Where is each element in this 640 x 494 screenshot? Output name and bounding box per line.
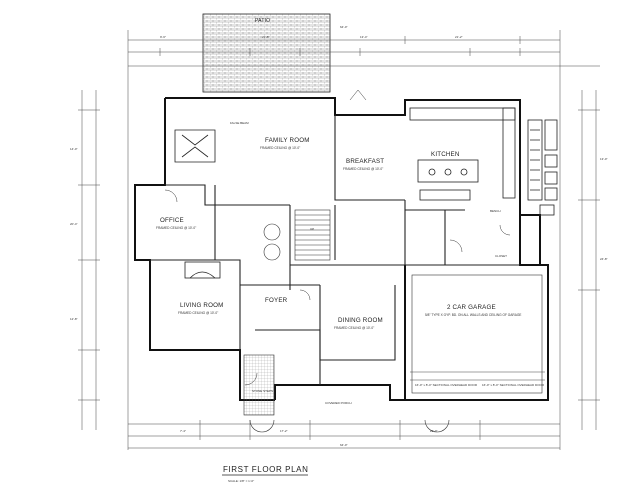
dim-left-a: 14'-0": [70, 147, 78, 151]
stair-note: UP: [310, 227, 314, 231]
dim-left-b: 20'-4": [70, 222, 78, 226]
dim-top-d: 21'-2": [455, 35, 463, 39]
kitchen-fixtures: [409, 107, 543, 201]
stair: [263, 209, 331, 261]
kitchen-label: KITCHEN: [431, 151, 460, 158]
foyer-label: FOYER: [265, 297, 288, 304]
dining-room-label: DINING ROOM: [338, 317, 383, 324]
garage-subtitle: 5/8" TYPE X GYP. BD. ON ALL WALLS AND CE…: [425, 313, 521, 317]
bench-label: BENCH: [490, 209, 501, 213]
front-porch: [243, 354, 450, 433]
dim-bottom-b: 17'-2": [280, 429, 288, 433]
dimension-labels: 9'-6" 21'-8" 13'-4" 21'-2" 64'-0" 14'-0"…: [70, 25, 608, 447]
patio-label: PATIO: [255, 18, 270, 24]
office-subtitle: FRAMED CEILING @ 10'-0": [156, 226, 196, 230]
breakfast-subtitle: FRAMED CEILING @ 10'-0": [343, 167, 383, 171]
living-fireplace: [184, 261, 221, 279]
dim-bottom-total: 64'-0": [340, 443, 348, 447]
porch-note: COVERED PORCH: [325, 401, 352, 405]
living-room-subtitle: FRAMED CEILING @ 10'-0": [178, 311, 218, 315]
plan-scale: SCALE: 1/8" = 1'-0": [228, 479, 254, 483]
dim-left-c: 12'-8": [70, 317, 78, 321]
dim-top-c: 13'-4": [360, 35, 368, 39]
office-label: OFFICE: [160, 217, 184, 224]
dim-right-a: 13'-0": [600, 157, 608, 161]
dimension-lines: [78, 30, 600, 450]
family-room-subtitle: FRAMED CEILING @ 10'-0": [260, 146, 300, 150]
false-beam-note: FALSE BEAM: [230, 121, 249, 125]
mudroom-boxes: [539, 119, 558, 216]
dim-right-b: 24'-8": [600, 257, 608, 261]
breakfast-label: BREAKFAST: [346, 158, 384, 165]
landing-note: STONE STEPS: [252, 389, 273, 393]
family-room-label: FAMILY ROOM: [265, 137, 310, 144]
drawing-title: FIRST FLOOR PLAN SCALE: 1/8" = 1'-0": [222, 465, 308, 483]
dining-room-subtitle: FRAMED CEILING @ 10'-0": [334, 326, 374, 330]
closet-label: CLOSET: [495, 254, 507, 258]
family-fireplace: [174, 129, 216, 163]
dim-top-a: 9'-6": [160, 35, 166, 39]
room-labels: FAMILY ROOM FRAMED CEILING @ 10'-0" BREA…: [156, 121, 545, 405]
dim-top-b: 21'-8": [262, 35, 270, 39]
door-swings: [164, 89, 511, 386]
dim-bottom-c: 23'-0": [430, 429, 438, 433]
garage-detail: [410, 274, 545, 394]
living-room-label: LIVING ROOM: [180, 302, 223, 309]
patio: PATIO: [202, 13, 331, 93]
garage-label: 2 CAR GARAGE: [447, 304, 496, 311]
garage-door-right-note: 16'-0" x 8'-0" SECTIONAL OVERHEAD DOOR: [482, 383, 545, 387]
garage-door-left-note: 16'-0" x 8'-0" SECTIONAL OVERHEAD DOOR: [415, 383, 478, 387]
interior-walls: [150, 115, 520, 385]
plan-title: FIRST FLOOR PLAN: [223, 465, 308, 474]
dim-bottom-a: 7'-4": [180, 429, 186, 433]
dim-top-total: 64'-0": [340, 25, 348, 29]
